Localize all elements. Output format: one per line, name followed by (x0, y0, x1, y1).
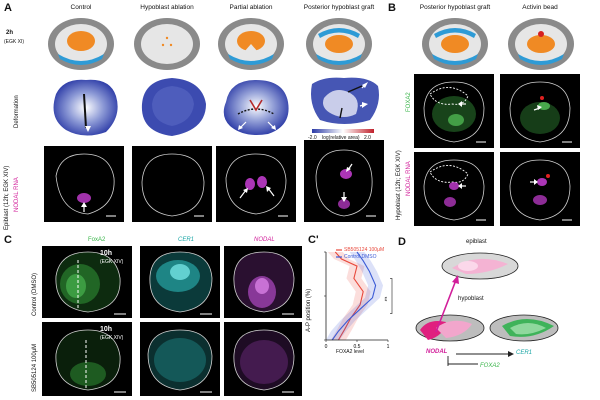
panel-b-letter: B (388, 2, 396, 14)
chart-x-tick-label: 0.5 (354, 344, 361, 350)
c-nodal-control (224, 246, 302, 318)
panel-a-letter: A (4, 2, 12, 14)
panel-c-time-1: 10h (100, 250, 113, 257)
schematic-hypoblast-ablation (130, 14, 204, 72)
colorbar-max: 2.0 (364, 135, 371, 141)
schematic-partial-ablation (214, 14, 288, 72)
colorbar-min: -2.0 (308, 135, 317, 141)
chart-series-line-1 (331, 251, 377, 341)
nodal-image-b-graft (414, 152, 494, 226)
foxa2-image-activin (500, 74, 580, 148)
panel-d-diagram (415, 252, 559, 366)
nodal-image-partial-ablation (216, 146, 296, 222)
panel-a-deformation-label: Deformation (14, 95, 20, 128)
panel-b-nodal-label: NODAL RNA (406, 161, 412, 196)
panel-c-sb-label: SB505124 100μM (32, 343, 38, 392)
panel-a-epiblast-label: Epiblast (12h; EGK XIV) (4, 165, 10, 230)
panel-d-hypoblast: hypoblast (458, 296, 484, 302)
panel-a-col-partial-ablation: Partial ablation (229, 4, 273, 11)
panel-d-cer1: CER1 (516, 350, 533, 356)
nodal-image-b-activin (500, 152, 580, 226)
chart-x-tick-label: 0 (325, 344, 328, 350)
chart-band-0 (327, 252, 371, 340)
schematic-b-graft (418, 14, 492, 72)
colorbar-caption: log(relative area) (322, 135, 360, 141)
panel-b-hypoblast-label: Hypoblast (12h; EGK XIV) (396, 150, 402, 220)
c-nodal-sb (224, 322, 302, 396)
panel-d-letter: D (398, 236, 406, 248)
panel-c2-letter: C' (308, 234, 319, 246)
nodal-image-control (44, 146, 124, 222)
panel-c-stage-2: (EGK XIV) (100, 335, 124, 341)
panel-b-foxa2-label: FOXA2 (406, 92, 412, 112)
chart-significance: ** (380, 296, 387, 302)
chart-significance-bracket (390, 278, 393, 314)
deformation-posterior-graft (304, 74, 384, 128)
panel-c-stage-1: (EGK XIV) (100, 259, 124, 265)
chart-ylabel: A-P position (%) (306, 288, 312, 332)
schematic-posterior-graft (302, 14, 376, 72)
deformation-hypoblast-ablation (132, 74, 212, 140)
panel-c-control-label: Control (DMSO) (32, 272, 38, 316)
panel-a-time-label: 2h (6, 30, 14, 36)
panel-c-col-cer1: CER1 (178, 237, 195, 243)
c-cer1-control (140, 246, 220, 318)
panel-b-col-graft: Posterior hypoblast graft (419, 4, 491, 11)
schematic-b-activin (504, 14, 578, 72)
panel-b-col-activin: Activin bead (522, 4, 558, 11)
nodal-image-hypoblast-ablation (132, 146, 212, 222)
schematic-control (44, 14, 118, 72)
colorbar (312, 129, 374, 133)
panel-a-stage-label: (EGK XI) (4, 39, 25, 45)
panel-a-col-control: Control (70, 4, 92, 11)
panel-c-col-nodal: NODAL (254, 237, 275, 243)
panel-d-nodal: NODAL (426, 349, 448, 355)
panel-a-col-hypoblast-ablation: Hypoblast ablation (140, 4, 194, 11)
c-foxa2-sb (42, 322, 132, 396)
panel-d-foxa2: FOXA2 (480, 363, 500, 369)
chart-band-1 (326, 252, 384, 340)
panel-c-time-2: 10h (100, 326, 113, 333)
c-foxa2-control (42, 246, 132, 318)
deformation-control (44, 74, 124, 140)
panel-a-nodal-label: NODAL RNA (14, 177, 20, 212)
panel-c-letter: C (4, 234, 12, 246)
c-cer1-sb (140, 322, 220, 396)
chart-legend-ctrl: Control DMSO (344, 254, 377, 260)
panel-c-col-foxa2: FoxA2 (88, 237, 106, 243)
chart-series-line-0 (334, 251, 364, 341)
deformation-partial-ablation (216, 74, 296, 140)
foxa2-image-graft (414, 74, 494, 148)
chart-legend-sb: SB505124 100μM (344, 247, 385, 253)
chart-x-tick-label: 1 (387, 344, 390, 350)
panel-d-epiblast: epiblast (466, 239, 487, 245)
chart-xlabel: FOXA2 level (336, 349, 365, 355)
panel-a-col-posterior-graft: Posterior hypoblast graft (303, 4, 375, 11)
nodal-image-posterior-graft (304, 140, 384, 222)
